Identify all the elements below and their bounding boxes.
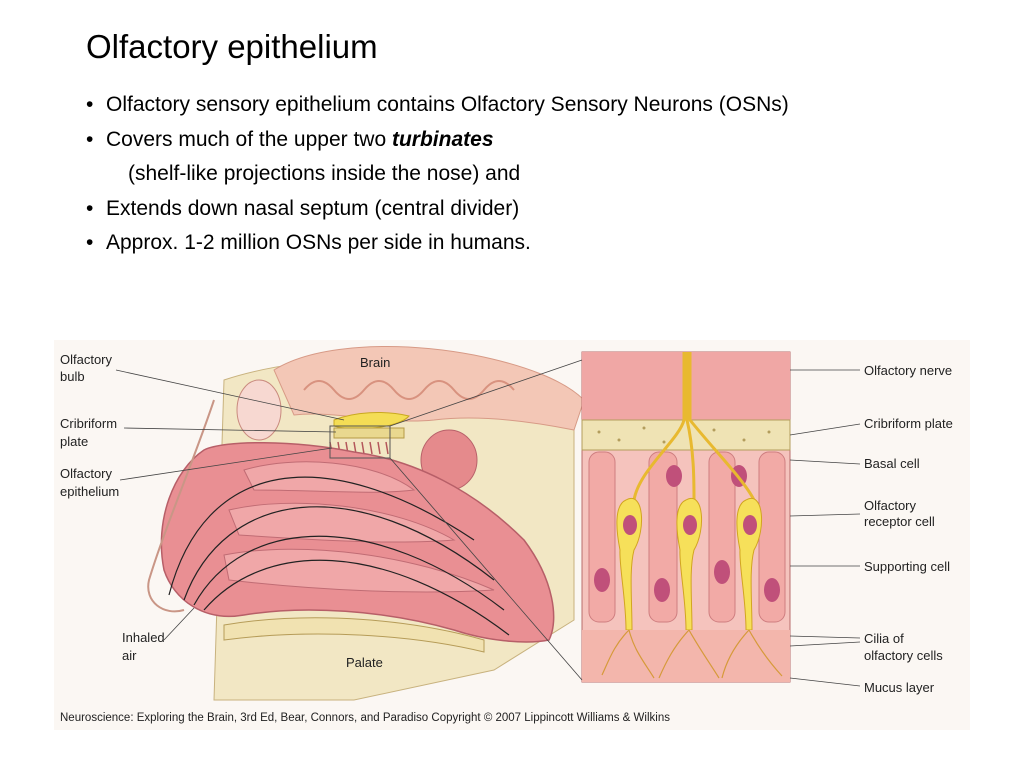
zoom-region-box	[329, 425, 391, 459]
label-basal-cell: Basal cell	[864, 456, 920, 471]
label-inhaled-air-1: Inhaled	[122, 630, 165, 645]
label-cribriform-plate-left-2: plate	[60, 434, 88, 449]
bullet-item: • Olfactory sensory epithelium contains O…	[86, 88, 789, 123]
middle-turbinate	[228, 502, 456, 543]
nose-outline	[147, 399, 215, 613]
label-olfactory-epithelium-2: epithelium	[60, 484, 119, 499]
bullet-text: Approx. 1-2 million OSNs per side in hum…	[106, 231, 531, 254]
figure-credit: Neuroscience: Exploring the Brain, 3rd E…	[60, 712, 670, 724]
palate	[223, 617, 485, 653]
epithelium-fringe	[329, 441, 389, 455]
bullet-dot: •	[86, 196, 94, 220]
inferior-turbinate	[223, 548, 495, 593]
bullet-text: Olfactory sensory epithelium contains Ol…	[106, 93, 789, 116]
nasal-cavity	[160, 441, 555, 643]
bullet-dot: •	[86, 93, 94, 116]
nasal-cavity-drawing	[147, 346, 585, 701]
bullet-text: (shelf-like projections inside the nose)…	[128, 162, 521, 185]
label-cilia-1: Cilia of	[864, 631, 904, 646]
cell-nuclei	[594, 465, 780, 602]
cribriform-plate	[333, 427, 405, 439]
label-olfactory-receptor-cell-2: receptor cell	[864, 514, 935, 529]
label-cribriform-plate-right: Cribriform plate	[864, 416, 953, 431]
label-olfactory-nerve: Olfactory nerve	[864, 363, 952, 378]
olfactory-anatomy-figure: Olfactory bulb Cribriform plate Olfactor…	[54, 340, 970, 730]
bullet-list: • Olfactory sensory epithelium contains O…	[86, 88, 789, 261]
bullet-item: • Approx. 1-2 million OSNs per side in hu…	[86, 226, 789, 261]
bullet-item: • Covers much of the upper two turbinates	[86, 123, 789, 158]
label-olfactory-bulb-2: bulb	[60, 369, 85, 384]
bone-texture	[597, 426, 771, 444]
label-palate: Palate	[346, 655, 383, 670]
bullet-text: Extends down nasal septum (central divid…	[106, 196, 520, 220]
label-olfactory-bulb-1: Olfactory	[60, 352, 113, 367]
cribriform-plate-band	[581, 419, 791, 451]
bullet-item: • Extends down nasal septum (central divi…	[86, 192, 789, 227]
bullet-dot: •	[86, 127, 94, 151]
slide-title: Olfactory epithelium	[86, 28, 378, 65]
label-cribriform-plate-left-1: Cribriform	[60, 416, 117, 431]
label-olfactory-epithelium-1: Olfactory	[60, 466, 113, 481]
bullet-dot: •	[86, 231, 94, 254]
label-supporting-cell: Supporting cell	[864, 559, 950, 574]
receptor-nuclei	[623, 515, 757, 535]
label-inhaled-air-2: air	[122, 648, 137, 663]
label-brain: Brain	[360, 355, 390, 370]
bullet-text: Covers much of the upper two	[106, 127, 392, 151]
anatomy-illustration: Olfactory bulb Cribriform plate Olfactor…	[60, 346, 953, 724]
leader-lines	[115, 359, 861, 687]
airflow-arrows	[168, 476, 510, 636]
cilia	[601, 629, 783, 679]
bullet-continuation: (shelf-like projections inside the nose)…	[86, 157, 789, 192]
mucus-layer	[582, 630, 790, 682]
bullet-emphasis: turbinates	[391, 127, 494, 151]
label-olfactory-receptor-cell-1: Olfactory	[864, 498, 917, 513]
label-cilia-2: olfactory cells	[864, 648, 943, 663]
label-mucus-layer: Mucus layer	[864, 680, 935, 695]
epithelium-detail-panel	[581, 351, 791, 683]
olfactory-nerve-fibers	[632, 352, 756, 501]
superior-turbinate	[243, 461, 416, 493]
frontal-sinus	[236, 379, 282, 441]
brain-gyrus	[303, 380, 515, 400]
